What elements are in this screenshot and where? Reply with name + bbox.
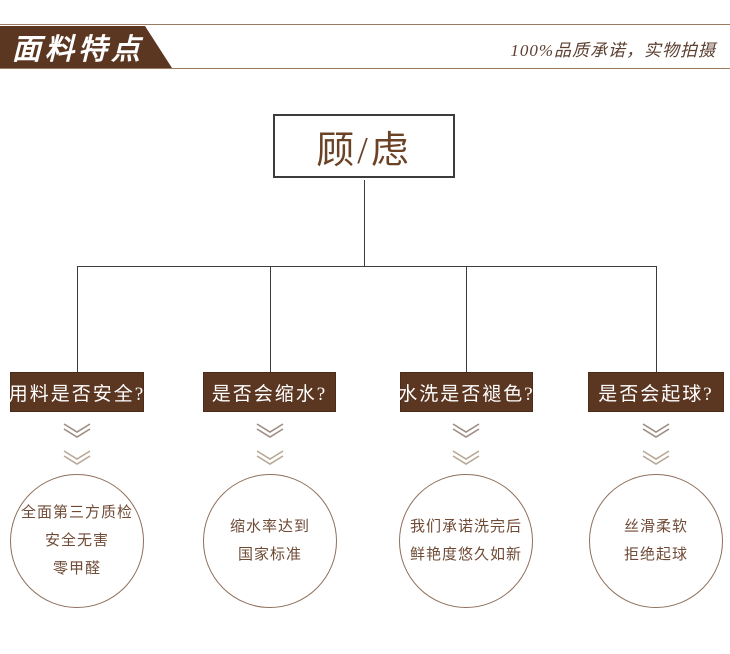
question-box: 是否会缩水? — [203, 372, 336, 412]
header-bottom-rule — [0, 68, 730, 69]
connector-trunk-line — [364, 180, 365, 266]
answer-circle: 丝滑柔软 拒绝起球 — [589, 474, 723, 608]
question-box: 用料是否安全? — [8, 372, 146, 412]
connector-drop-line — [270, 266, 271, 372]
answer-line: 零甲醛 — [52, 561, 101, 577]
answer-line: 全面第三方质检 — [20, 505, 133, 521]
root-node-label: 顾/虑 — [316, 129, 412, 172]
answer-text: 缩水率达到 国家标准 — [230, 513, 310, 569]
answer-line: 缩水率达到 — [229, 519, 310, 535]
answer-text: 我们承诺洗完后 鲜艳度悠久如新 — [410, 513, 522, 569]
answer-text: 全面第三方质检 安全无害 零甲醛 — [21, 499, 133, 583]
answer-line: 安全无害 — [44, 533, 109, 549]
answer-line: 我们承诺洗完后 — [409, 519, 522, 535]
question-box: 水洗是否褪色? — [398, 372, 535, 412]
question-label: 水洗是否褪色? — [398, 383, 535, 405]
answer-circle: 缩水率达到 国家标准 — [203, 474, 337, 608]
double-chevron-down-icon — [452, 423, 480, 465]
answer-circle: 我们承诺洗完后 鲜艳度悠久如新 — [399, 474, 533, 608]
connector-drop-line — [466, 266, 467, 372]
connector-drop-line — [656, 266, 657, 372]
double-chevron-down-icon — [256, 423, 284, 465]
section-title: 面料特点 — [12, 34, 145, 66]
connector-drop-line — [77, 266, 78, 372]
answer-text: 丝滑柔软 拒绝起球 — [624, 513, 688, 569]
answer-line: 鲜艳度悠久如新 — [409, 547, 522, 563]
double-chevron-down-icon — [63, 423, 91, 465]
question-label: 是否会缩水? — [211, 383, 328, 405]
answer-line: 拒绝起球 — [623, 547, 688, 563]
header-tagline: 100%品质承诺，实物拍摄 — [510, 41, 716, 60]
answer-line: 国家标准 — [237, 547, 302, 563]
question-label: 是否会起球? — [598, 383, 714, 405]
question-label: 用料是否安全? — [8, 383, 146, 405]
root-node-box: 顾/虑 — [273, 114, 455, 178]
question-box: 是否会起球? — [588, 372, 724, 412]
header-top-rule — [0, 24, 730, 25]
double-chevron-down-icon — [642, 423, 670, 465]
connector-branch-bar — [77, 266, 656, 267]
answer-circle: 全面第三方质检 安全无害 零甲醛 — [10, 474, 144, 608]
answer-line: 丝滑柔软 — [623, 519, 688, 535]
section-title-banner: 面料特点 — [0, 26, 172, 68]
